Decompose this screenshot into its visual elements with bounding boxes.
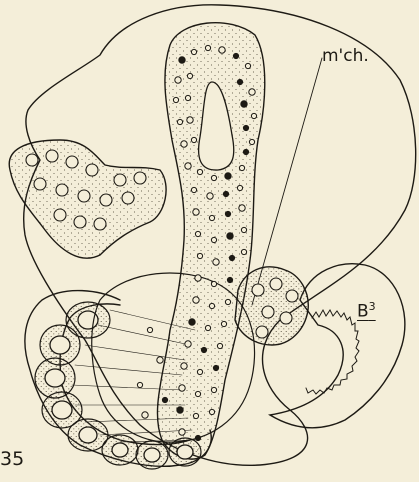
tube-nucleus	[187, 73, 192, 78]
tube-nucleus	[189, 319, 195, 325]
tube-nucleus	[205, 45, 210, 50]
b3-label: B3	[357, 301, 376, 321]
b3-label-superscript: 3	[369, 300, 376, 313]
tube-nucleus	[137, 382, 142, 387]
tube-nucleus	[197, 369, 202, 374]
lobe-nucleus	[74, 216, 86, 228]
tube-nucleus	[193, 209, 199, 215]
tube-nucleus	[175, 77, 181, 83]
mch-label: m'ch.	[322, 48, 369, 65]
bud-b3-inner-wavy	[306, 310, 359, 394]
tube-nucleus	[251, 113, 256, 118]
lobe-nucleus	[122, 192, 134, 204]
tube-nucleus	[179, 429, 185, 435]
tube-nucleus	[181, 363, 187, 369]
tube-nucleus	[223, 191, 228, 196]
tube-nucleus	[173, 97, 178, 102]
lobe-nucleus	[262, 306, 274, 318]
tube-nucleus	[157, 357, 163, 363]
tube-nucleus	[221, 321, 226, 326]
tube-nucleus	[209, 215, 214, 220]
tube-nucleus	[193, 413, 198, 418]
tube-nucleus	[205, 325, 210, 330]
tube-nucleus	[195, 391, 200, 396]
tube-nucleus	[197, 169, 202, 174]
lobe-nucleus	[114, 174, 126, 186]
lobe-nucleus	[34, 178, 46, 190]
lobe-nucleus	[56, 184, 68, 196]
tube-nucleus	[239, 205, 245, 211]
lobe-nucleus	[286, 290, 298, 302]
tube-nucleus	[241, 227, 246, 232]
tube-nucleus	[219, 47, 225, 53]
tube-nucleus	[225, 299, 230, 304]
tube-nucleus	[185, 341, 191, 347]
tube-nucleus	[229, 255, 234, 260]
tube-nucleus	[195, 275, 201, 281]
tube-nucleus	[211, 237, 216, 242]
tube-nucleus	[225, 173, 231, 179]
tube-nucleus	[213, 259, 219, 265]
tube-nucleus	[217, 343, 222, 348]
tube-nucleus	[243, 125, 248, 130]
tube-nucleus	[197, 253, 202, 258]
tube-nucleus	[227, 277, 232, 282]
lobe-nucleus	[54, 209, 66, 221]
lobe-nucleus	[256, 326, 268, 338]
b3-label-main: B	[357, 302, 369, 322]
tube-nucleus	[241, 249, 246, 254]
tube-nucleus	[162, 397, 167, 402]
tube-nucleus	[211, 387, 216, 392]
tube-nucleus	[185, 95, 190, 100]
tube-nucleus	[225, 211, 230, 216]
tube-nucleus	[147, 327, 152, 332]
tube-nucleus	[201, 347, 206, 352]
tube-nucleus	[213, 365, 218, 370]
figure-number: 35	[0, 450, 24, 469]
lobe-nucleus	[66, 156, 78, 168]
tube-nucleus	[179, 57, 185, 63]
tube-nucleus	[237, 185, 242, 190]
tube-nucleus	[191, 137, 196, 142]
lobe-nucleus	[252, 284, 264, 296]
tube-nucleus	[241, 101, 247, 107]
tube-nucleus	[187, 117, 193, 123]
tube-nucleus	[177, 119, 182, 124]
lobe-nucleus	[78, 190, 90, 202]
tube-nucleus	[181, 141, 187, 147]
tube-nucleus	[237, 79, 242, 84]
tube-nucleus	[191, 187, 196, 192]
lobe-nucleus	[94, 218, 106, 230]
tube-nucleus	[207, 193, 213, 199]
tube-nucleus	[233, 53, 238, 58]
tube-nucleus	[195, 435, 200, 440]
lobe-nucleus	[270, 278, 282, 290]
tube-nucleus	[191, 49, 196, 54]
tube-nucleus	[185, 163, 191, 169]
tube-nucleus	[211, 281, 216, 286]
tube-nucleus	[209, 409, 214, 414]
tube-nucleus	[209, 303, 214, 308]
tube-nucleus	[249, 139, 254, 144]
tube-nucleus	[193, 297, 199, 303]
tube-nucleus	[243, 149, 248, 154]
tube-nucleus	[239, 165, 244, 170]
tube-nucleus	[177, 407, 183, 413]
tube-nucleus	[179, 385, 185, 391]
tube-nucleus	[245, 63, 250, 68]
tube-nucleus	[249, 89, 255, 95]
tube-nucleus	[195, 231, 200, 236]
lobe-nucleus	[134, 172, 146, 184]
tube-nucleus	[227, 233, 233, 239]
lobe-nucleus	[280, 312, 292, 324]
lobe-nucleus	[86, 164, 98, 176]
right-lobe-outline	[235, 267, 308, 345]
tube-nucleus	[142, 412, 148, 418]
lobe-nucleus	[100, 194, 112, 206]
lobe-nucleus	[26, 154, 38, 166]
lobe-nucleus	[46, 150, 58, 162]
tube-nucleus	[211, 175, 216, 180]
